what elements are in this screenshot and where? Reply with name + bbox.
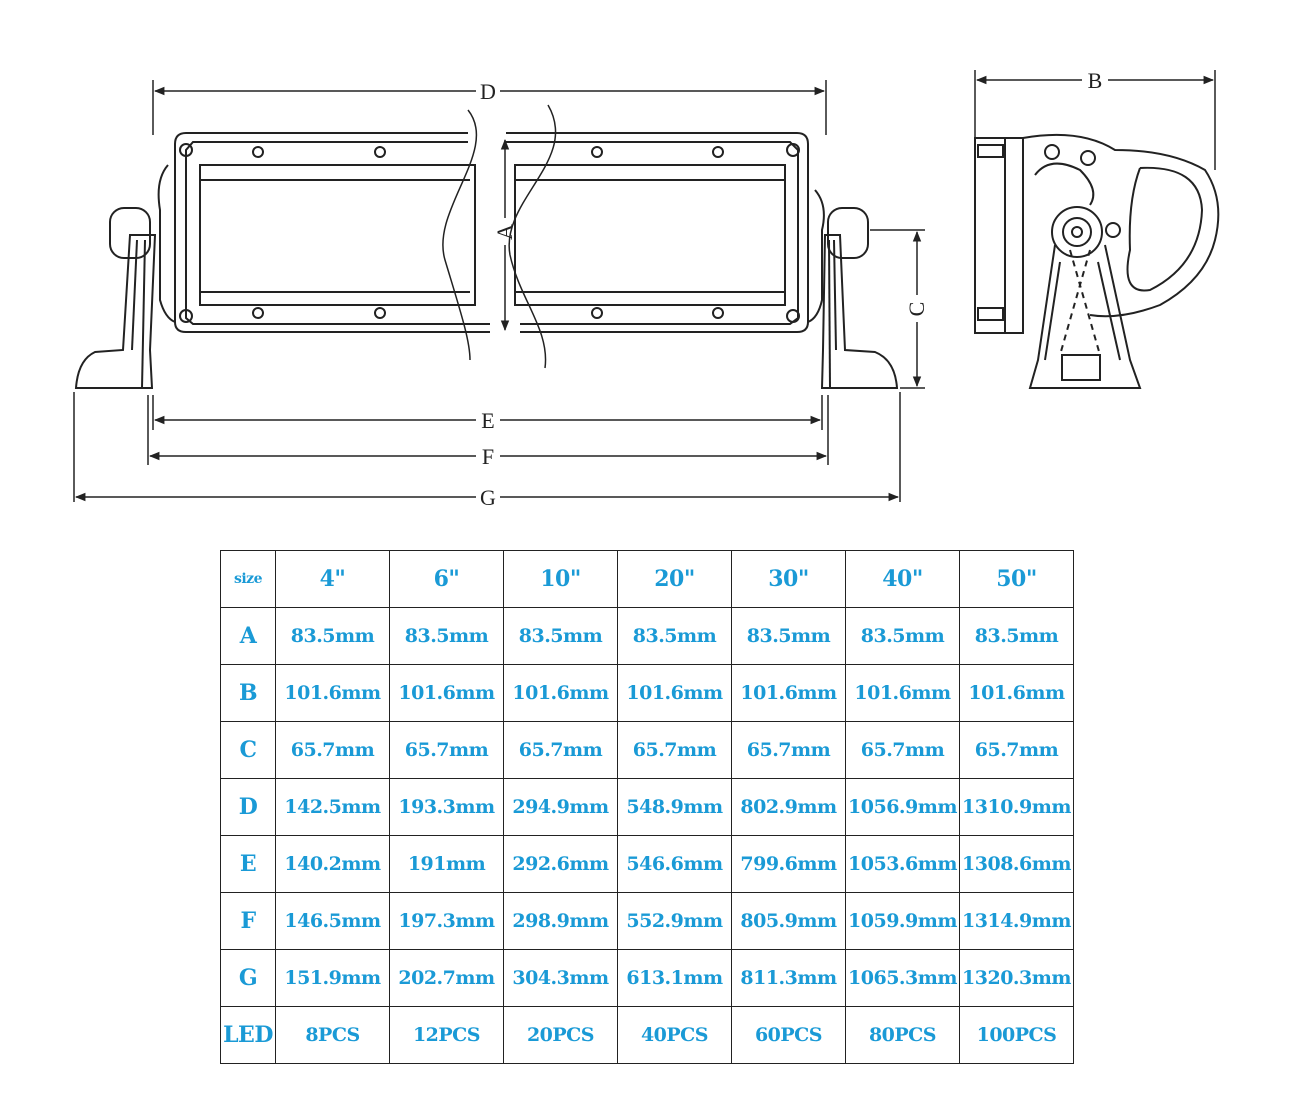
dimension-drawing: D A C E F G B <box>73 68 1220 510</box>
table-cell: 65.7mm <box>731 721 846 779</box>
table-cell: 1053.6mm <box>845 835 960 893</box>
table-cell: 1065.3mm <box>845 949 960 1007</box>
table-cell: 65.7mm <box>845 721 960 779</box>
table-cell: 40PCS <box>617 1006 732 1064</box>
table-cell: 151.9mm <box>275 949 390 1007</box>
table-cell: 548.9mm <box>617 778 732 836</box>
table-cell: 140.2mm <box>275 835 390 893</box>
table-cell: 1308.6mm <box>959 835 1074 893</box>
table-cell: 294.9mm <box>503 778 618 836</box>
table-cell: 83.5mm <box>959 607 1074 665</box>
column-header: 30" <box>731 550 846 608</box>
row-label: D <box>220 778 276 836</box>
table-cell: 100PCS <box>959 1006 1074 1064</box>
table-cell: 193.3mm <box>389 778 504 836</box>
column-header: 50" <box>959 550 1074 608</box>
table-cell: 8PCS <box>275 1006 390 1064</box>
table-cell: 101.6mm <box>731 664 846 722</box>
table-cell: 65.7mm <box>959 721 1074 779</box>
row-label: F <box>220 892 276 950</box>
front-view <box>74 104 899 389</box>
table-cell: 802.9mm <box>731 778 846 836</box>
table-cell: 197.3mm <box>389 892 504 950</box>
table-cell: 101.6mm <box>503 664 618 722</box>
table-cell: 101.6mm <box>617 664 732 722</box>
row-label: A <box>220 607 276 665</box>
dim-label-d: D <box>480 79 496 104</box>
table-cell: 202.7mm <box>389 949 504 1007</box>
dim-label-c: C <box>904 302 929 317</box>
column-header: 20" <box>617 550 732 608</box>
table-cell: 805.9mm <box>731 892 846 950</box>
front-dimension-lines <box>73 80 925 502</box>
table-cell: 191mm <box>389 835 504 893</box>
side-dimension-lines <box>974 70 1216 170</box>
table-cell: 80PCS <box>845 1006 960 1064</box>
table-cell: 60PCS <box>731 1006 846 1064</box>
table-cell: 83.5mm <box>389 607 504 665</box>
table-cell: 1320.3mm <box>959 949 1074 1007</box>
table-cell: 101.6mm <box>959 664 1074 722</box>
table-cell: 1059.9mm <box>845 892 960 950</box>
table-cell: 811.3mm <box>731 949 846 1007</box>
table-cell: 65.7mm <box>389 721 504 779</box>
table-cell: 304.3mm <box>503 949 618 1007</box>
table-cell: 101.6mm <box>389 664 504 722</box>
row-label: E <box>220 835 276 893</box>
table-cell: 83.5mm <box>617 607 732 665</box>
table-cell: 65.7mm <box>503 721 618 779</box>
table-cell: 552.9mm <box>617 892 732 950</box>
table-cell: 12PCS <box>389 1006 504 1064</box>
column-header: 4" <box>275 550 390 608</box>
column-header: 40" <box>845 550 960 608</box>
table-cell: 1056.9mm <box>845 778 960 836</box>
table-cell: 292.6mm <box>503 835 618 893</box>
table-cell: 142.5mm <box>275 778 390 836</box>
column-header: 6" <box>389 550 504 608</box>
table-cell: 613.1mm <box>617 949 732 1007</box>
table-cell: 1314.9mm <box>959 892 1074 950</box>
row-label: G <box>220 949 276 1007</box>
corner-header-cell: size <box>220 550 276 608</box>
side-view <box>974 133 1220 389</box>
table-cell: 146.5mm <box>275 892 390 950</box>
table-cell: 799.6mm <box>731 835 846 893</box>
row-label: LED <box>220 1006 276 1064</box>
row-label: C <box>220 721 276 779</box>
table-cell: 83.5mm <box>845 607 960 665</box>
table-cell: 101.6mm <box>845 664 960 722</box>
dim-label-g: G <box>480 485 496 510</box>
table-cell: 1310.9mm <box>959 778 1074 836</box>
dim-label-f: F <box>482 444 494 469</box>
table-cell: 65.7mm <box>617 721 732 779</box>
row-label: B <box>220 664 276 722</box>
table-header-row: size 4" 6" 10" 20" 30" 40" 50" <box>220 550 1074 608</box>
dim-label-b: B <box>1088 68 1103 93</box>
table-cell: 83.5mm <box>275 607 390 665</box>
table-cell: 83.5mm <box>731 607 846 665</box>
table-cell: 546.6mm <box>617 835 732 893</box>
table-cell: 65.7mm <box>275 721 390 779</box>
column-header: 10" <box>503 550 618 608</box>
dim-label-e: E <box>481 408 494 433</box>
table-cell: 83.5mm <box>503 607 618 665</box>
table-cell: 298.9mm <box>503 892 618 950</box>
table-cell: 101.6mm <box>275 664 390 722</box>
table-cell: 20PCS <box>503 1006 618 1064</box>
dim-label-a: A <box>492 224 517 240</box>
